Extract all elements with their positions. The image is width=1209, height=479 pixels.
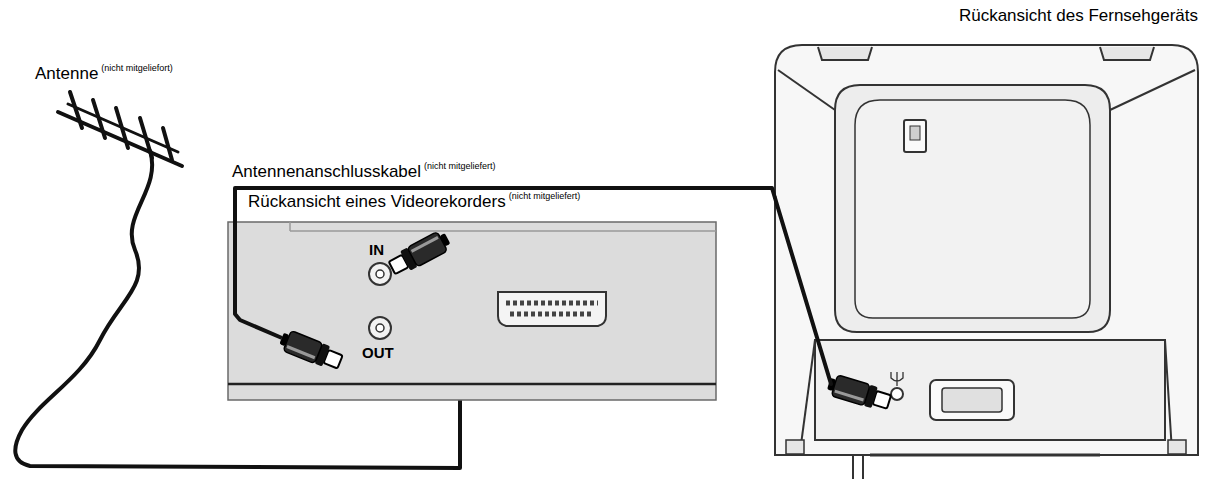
tv-housing [930,380,1014,420]
tv-housing [1165,340,1172,452]
tv-housing [800,340,815,452]
part-label: Antenne [35,64,98,84]
cable-label: Antennenanschlusskabel [232,162,421,182]
vcr-jack [369,263,391,339]
note-text: (nicht mitgeliefert) [424,161,496,171]
scart-socket [510,312,594,317]
note-text: (nicht mitgeliefort) [101,63,173,73]
vcr-jack [369,263,391,285]
jack-label: OUT [362,344,394,361]
antenna-cable [235,188,775,222]
tv-housing [775,45,1198,455]
tv-antenna-jack [891,388,903,400]
vcr-jack [376,324,384,332]
tv-housing [835,85,1110,332]
tv-housing [815,340,1165,440]
antenna [58,92,182,166]
device-heading: Rückansicht eines Videorekorders [248,192,506,212]
vcr-panel [289,222,291,231]
coax-plug [387,229,453,278]
scart-socket [506,301,598,306]
cable-segment [235,222,282,338]
tv-housing [870,454,1100,457]
vcr-panel [290,230,716,232]
scart-socket [498,292,606,326]
power-cord [853,456,863,479]
antenna [70,92,82,128]
coax-plug [277,328,344,372]
tv-antenna-jack [891,372,903,386]
tv-housing [910,126,920,140]
jack-label: IN [369,241,384,258]
tv-back-view: Rückansicht des Fernsehgeräts [775,45,1198,455]
tv-housing [1100,47,1154,60]
tv-housing [818,47,872,60]
tv-housing [942,388,1002,412]
device-heading: Rückansicht des Fernsehgeräts [959,6,1198,26]
tv-housing [775,45,1198,455]
coax-plug [826,373,893,412]
vcr-jack [376,270,384,278]
note-text: (nicht mitgeliefert) [509,191,581,201]
antenna [163,128,172,160]
tv-housing [855,100,1090,318]
tv-housing [1110,70,1195,110]
power-cord [852,456,854,479]
vcr-panel [228,222,716,400]
tv-housing [1168,440,1186,454]
antenna [93,100,105,138]
vcr-panel [228,383,716,386]
vcr-back-view: Rückansicht eines Videorekorders(nicht m… [228,222,716,400]
tv-housing [778,70,835,110]
cable-segment [775,198,831,384]
tv-housing [904,120,926,152]
scart-socket [498,292,606,326]
vcr-panel [228,222,716,400]
tv-antenna-jack [891,372,903,400]
tv-housing [786,440,804,454]
antenna [116,108,128,148]
vcr-jack [369,317,391,339]
power-cord [862,456,864,479]
